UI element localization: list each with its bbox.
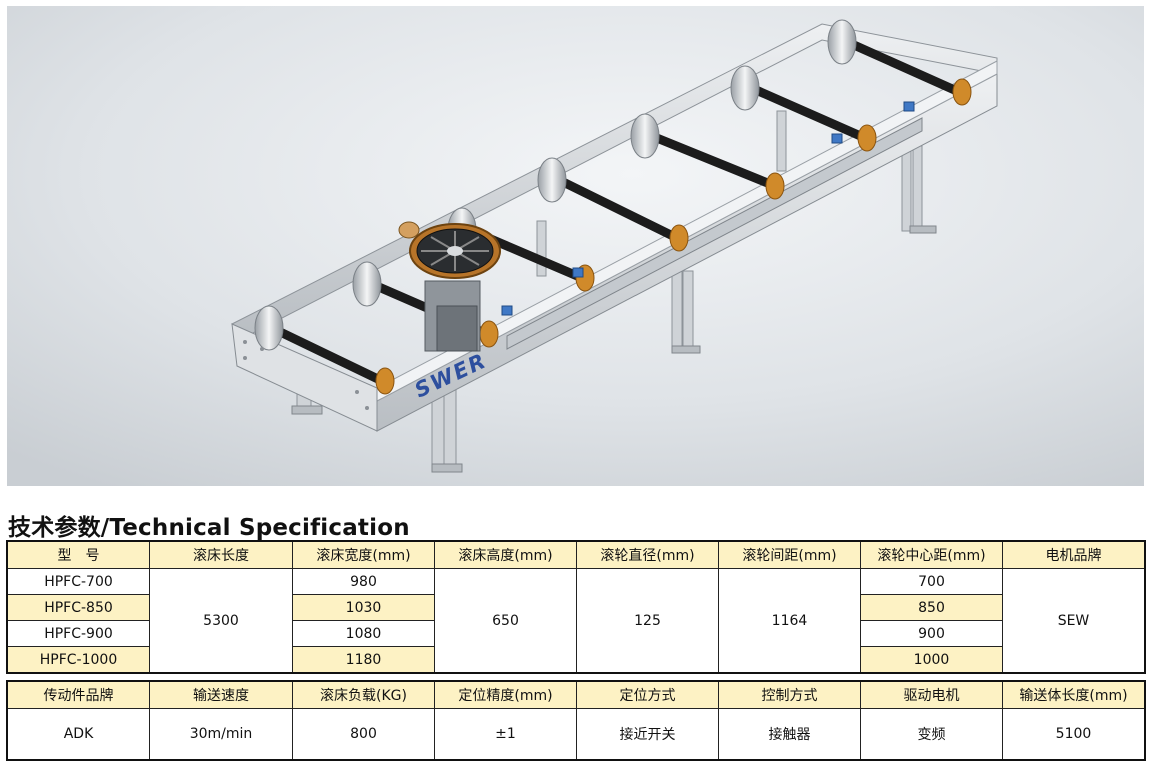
motor-brand-cell: SEW (1002, 568, 1145, 673)
model-cell: HPFC-900 (7, 620, 150, 647)
roller-spacing-cell: 1164 (718, 568, 861, 673)
header-length: 滚床长度 (149, 541, 293, 569)
header-height: 滚床高度(mm) (434, 541, 577, 569)
positioning-method-cell: 接近开关 (576, 708, 719, 760)
header-control-method: 控制方式 (718, 681, 861, 709)
table-row: HPFC-900 1080 900 (7, 620, 1145, 647)
header-conveyed-length: 输送体长度(mm) (1002, 681, 1145, 709)
header-conveying-speed: 输送速度 (149, 681, 293, 709)
length-cell: 5300 (149, 568, 293, 673)
center-distance-cell: 900 (860, 620, 1003, 647)
table-row: HPFC-700 5300 980 650 125 1164 700 SEW (7, 568, 1145, 673)
model-cell: HPFC-1000 (7, 646, 150, 673)
roller-bed-illustration: SWER (7, 6, 1144, 486)
table-header-row: 型 号 滚床长度 滚床宽度(mm) 滚床高度(mm) 滚轮直径(mm) 滚轮间距… (7, 541, 1145, 569)
roller-diameter-cell: 125 (576, 568, 719, 673)
header-load: 滚床负载(KG) (292, 681, 435, 709)
conveyed-length-cell: 5100 (1002, 708, 1145, 760)
section-title: 技术参数/Technical Specification (8, 515, 410, 541)
header-transmission-brand: 传动件品牌 (7, 681, 150, 709)
drive-motor-cell: 变频 (860, 708, 1003, 760)
model-cell: HPFC-850 (7, 594, 150, 621)
header-roller-spacing: 滚轮间距(mm) (718, 541, 861, 569)
width-cell: 1030 (292, 594, 435, 621)
center-distance-cell: 700 (860, 568, 1003, 595)
center-distance-cell: 1000 (860, 646, 1003, 673)
width-cell: 1180 (292, 646, 435, 673)
spec-table-dimensions: 型 号 滚床长度 滚床宽度(mm) 滚床高度(mm) 滚轮直径(mm) 滚轮间距… (6, 540, 1146, 674)
width-cell: 980 (292, 568, 435, 595)
header-motor-brand: 电机品牌 (1002, 541, 1145, 569)
spec-table-operation: 传动件品牌 输送速度 滚床负载(KG) 定位精度(mm) 定位方式 控制方式 驱… (6, 680, 1146, 761)
transmission-brand-cell: ADK (7, 708, 150, 760)
model-cell: HPFC-700 (7, 568, 150, 595)
load-cell: 800 (292, 708, 435, 760)
control-method-cell: 接触器 (718, 708, 861, 760)
width-cell: 1080 (292, 620, 435, 647)
table-row: ADK 30m/min 800 ±1 接近开关 接触器 变频 5100 (7, 708, 1145, 760)
table-row: HPFC-850 1030 850 (7, 594, 1145, 621)
table-row: HPFC-1000 1180 1000 (7, 646, 1145, 673)
header-roller-diameter: 滚轮直径(mm) (576, 541, 719, 569)
header-model: 型 号 (7, 541, 150, 569)
header-positioning-method: 定位方式 (576, 681, 719, 709)
height-cell: 650 (434, 568, 577, 673)
positioning-accuracy-cell: ±1 (434, 708, 577, 760)
table-header-row: 传动件品牌 输送速度 滚床负载(KG) 定位精度(mm) 定位方式 控制方式 驱… (7, 681, 1145, 709)
header-drive-motor: 驱动电机 (860, 681, 1003, 709)
header-positioning-accuracy: 定位精度(mm) (434, 681, 577, 709)
conveying-speed-cell: 30m/min (149, 708, 293, 760)
product-image: SWER (7, 6, 1144, 486)
header-width: 滚床宽度(mm) (292, 541, 435, 569)
header-center-distance: 滚轮中心距(mm) (860, 541, 1003, 569)
center-distance-cell: 850 (860, 594, 1003, 621)
